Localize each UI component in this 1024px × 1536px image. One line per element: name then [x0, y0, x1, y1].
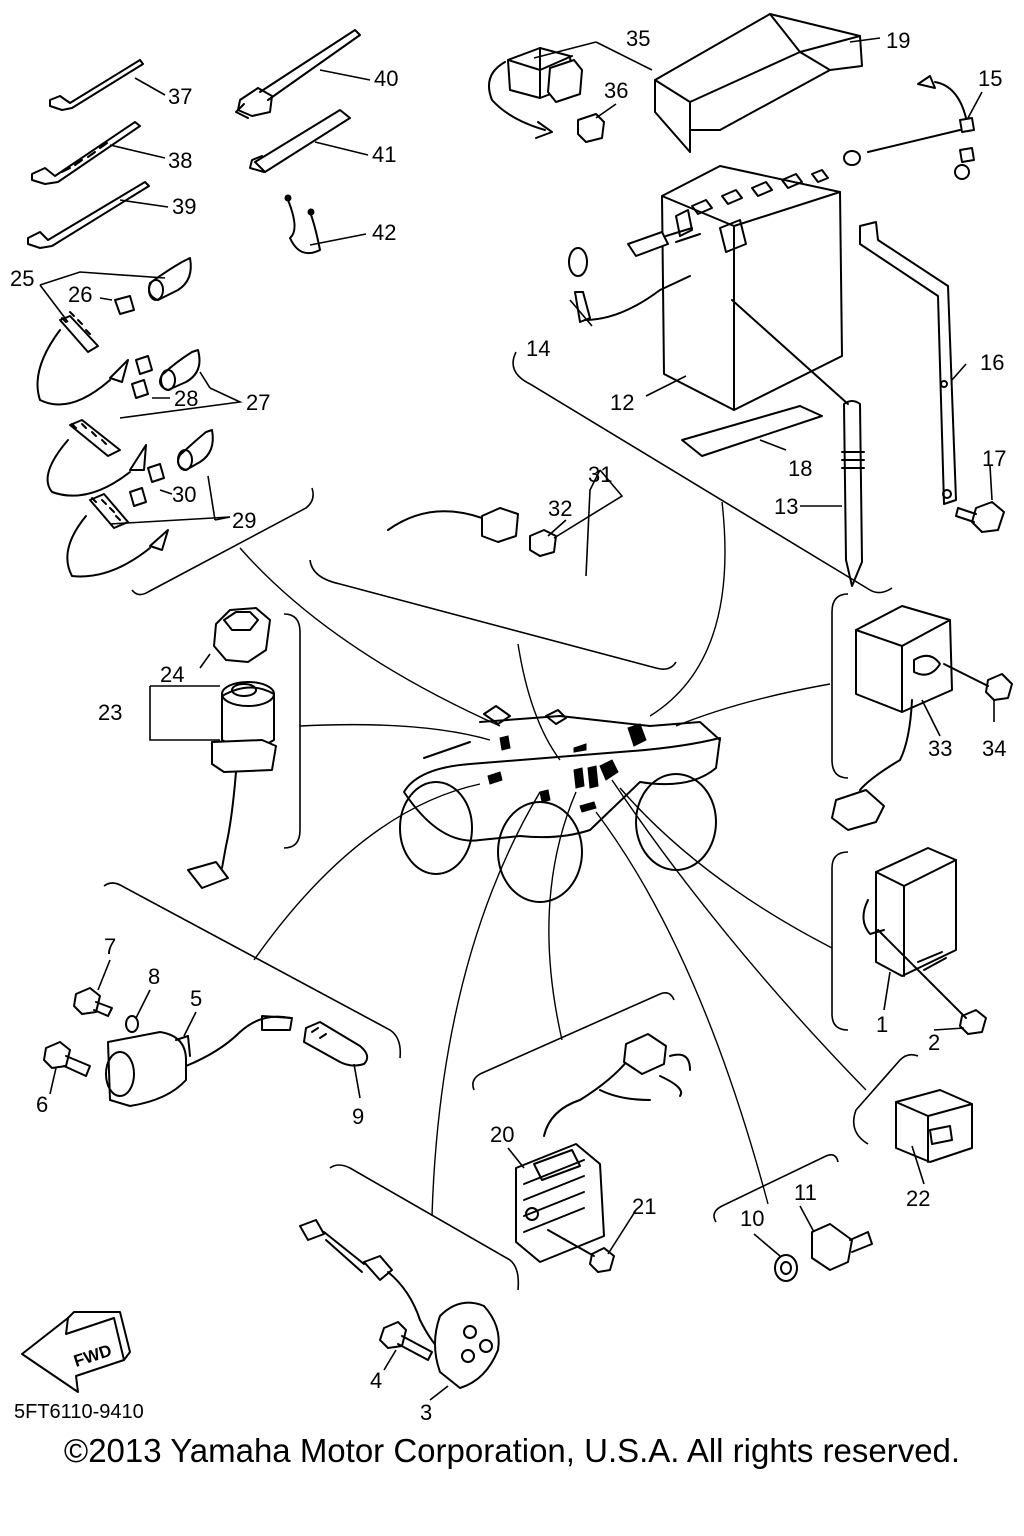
starter-relay-33	[831, 605, 953, 831]
coupler-36	[577, 113, 605, 143]
rectifier-20	[515, 1033, 691, 1263]
screw-2	[877, 929, 987, 1035]
callout-42: 42	[372, 220, 396, 245]
callout-11: 11	[794, 1180, 817, 1205]
callout-16: 16	[980, 350, 1004, 375]
callout-3: 3	[420, 1400, 432, 1425]
bolt-34	[943, 663, 1013, 701]
copyright-notice: ©2013 Yamaha Motor Corporation, U.S.A. A…	[63, 1432, 961, 1469]
callout-5: 5	[190, 986, 202, 1011]
breather-pipe-13	[731, 299, 865, 587]
callout-32: 32	[548, 496, 572, 521]
screw-4	[379, 1321, 433, 1361]
callout-30: 30	[172, 482, 196, 507]
battery-bracket-16	[859, 221, 957, 505]
leader-lines	[39, 37, 995, 1401]
callout-39: 39	[172, 194, 196, 219]
pickup-coil-3	[299, 1219, 500, 1389]
callout-28: 28	[174, 386, 198, 411]
callout-22: 22	[906, 1186, 930, 1211]
callout-27: 27	[246, 390, 270, 415]
battery-cover-19	[654, 13, 863, 153]
washer-8	[125, 1015, 139, 1033]
callout-36: 36	[604, 78, 628, 103]
lead-25	[36, 257, 192, 406]
callout-7: 7	[104, 934, 116, 959]
callout-13: 13	[774, 494, 798, 519]
callout-37: 37	[168, 84, 192, 109]
cap-24	[213, 607, 271, 663]
callout-18: 18	[788, 456, 812, 481]
fuse-31	[387, 507, 557, 557]
bolt-17	[955, 501, 1005, 533]
bolt-7	[73, 987, 113, 1017]
battery-band-18	[681, 405, 823, 457]
callout-23: 23	[98, 700, 122, 725]
callout-9: 9	[352, 1104, 364, 1129]
connector-curves	[239, 501, 867, 1217]
callout-25: 25	[10, 266, 34, 291]
relay-22	[895, 1089, 973, 1163]
atv-body	[399, 705, 721, 903]
part-code: 5FT6110-9410	[14, 1401, 144, 1423]
callout-34: 34	[982, 736, 1006, 761]
ignition-coil-5	[105, 1015, 293, 1107]
callout-17: 17	[982, 446, 1006, 471]
callout-10: 10	[740, 1206, 764, 1231]
cdi-unit-1	[862, 847, 957, 977]
gasket-10	[774, 1254, 798, 1282]
cable-band-39	[27, 181, 150, 249]
callout-14: 14	[526, 336, 550, 361]
callout-26: 26	[68, 282, 92, 307]
callout-24: 24	[160, 662, 184, 687]
callout-2: 2	[928, 1030, 940, 1055]
callout-numbers: 1 2 3 4 5 6 7 8 9 10 11 12 13 14 15 16 1…	[10, 26, 1006, 1425]
lead-27	[46, 349, 201, 497]
main-switch-23	[187, 681, 277, 889]
callout-4: 4	[370, 1368, 382, 1393]
callout-41: 41	[372, 142, 396, 167]
callout-12: 12	[610, 390, 634, 415]
relay-35	[488, 47, 583, 139]
callout-20: 20	[490, 1122, 514, 1147]
cable-band-37	[49, 59, 144, 111]
callout-29: 29	[232, 508, 256, 533]
sleeve-41	[249, 109, 351, 173]
callout-1: 1	[876, 1012, 888, 1037]
thermo-switch-11	[811, 1223, 873, 1271]
group-brackets	[103, 351, 919, 1291]
bolt-6	[43, 1041, 91, 1077]
callout-21: 21	[632, 1194, 656, 1219]
lead-wire-42	[284, 194, 321, 254]
callout-6: 6	[36, 1092, 48, 1117]
cable-band-38	[31, 121, 141, 185]
battery-lead-14	[568, 227, 701, 323]
callout-8: 8	[148, 964, 160, 989]
cable-holder-40	[235, 29, 361, 119]
lead-29	[66, 429, 214, 578]
callout-40: 40	[374, 66, 398, 91]
callout-33: 33	[928, 736, 952, 761]
callout-19: 19	[886, 28, 910, 53]
callout-15: 15	[978, 66, 1002, 91]
plug-cap-9	[303, 1021, 369, 1067]
callout-35: 35	[626, 26, 650, 51]
fwd-arrow-icon: FWD	[21, 1311, 131, 1393]
battery-12	[661, 165, 843, 411]
callout-38: 38	[168, 148, 192, 173]
callout-31: 31	[588, 462, 612, 487]
battery-lead-15	[843, 75, 975, 180]
